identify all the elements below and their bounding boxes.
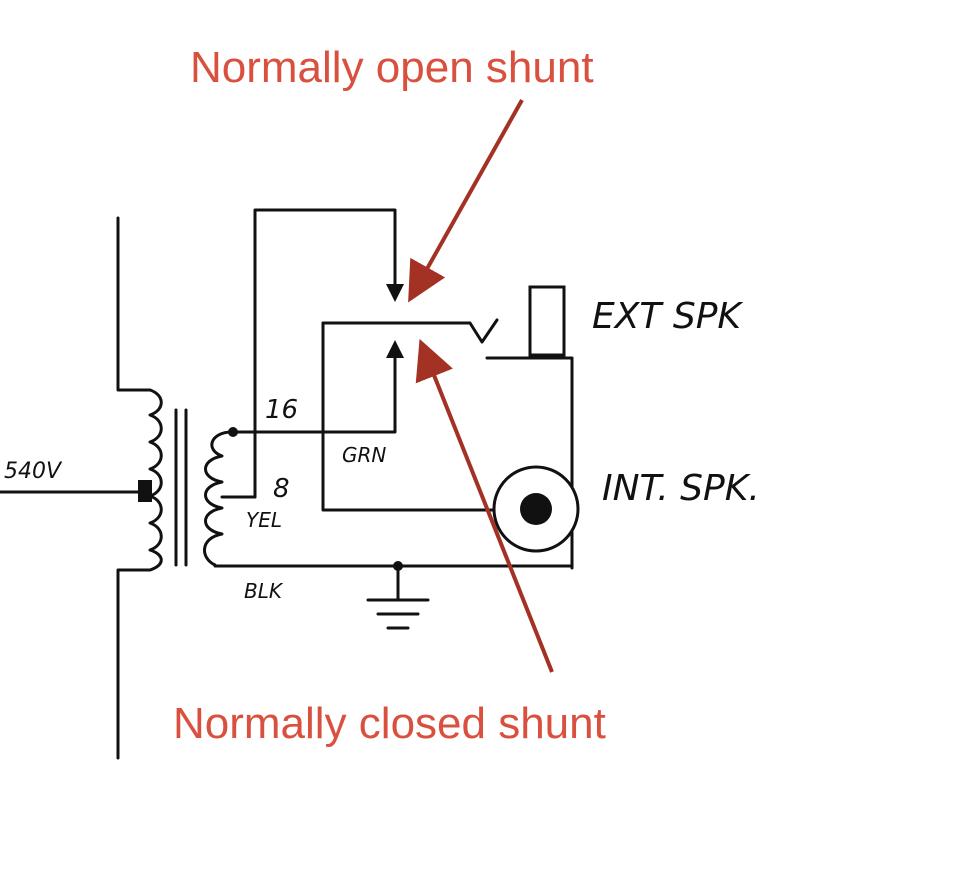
ext-speaker-label: EXT SPK xyxy=(592,296,743,337)
voltage-label: 540V xyxy=(4,459,63,484)
int-speaker-label: INT. SPK. xyxy=(602,468,760,509)
open-shunt-annotation: Normally open shunt xyxy=(190,43,594,92)
closed-shunt-annotation: Normally closed shunt xyxy=(173,699,606,748)
transformer-primary xyxy=(0,216,163,760)
black-wire-label: BLK xyxy=(244,579,284,603)
green-wire-label: GRN xyxy=(342,443,386,467)
tap-16-label: 16 xyxy=(265,395,298,425)
transformer-core xyxy=(174,408,188,567)
internal-speaker-icon xyxy=(492,465,580,553)
open-shunt-arrow xyxy=(408,99,524,303)
yellow-wire-label: YEL xyxy=(246,508,282,532)
tap-8-label: 8 xyxy=(273,474,290,504)
closed-shunt-arrow xyxy=(415,338,554,673)
